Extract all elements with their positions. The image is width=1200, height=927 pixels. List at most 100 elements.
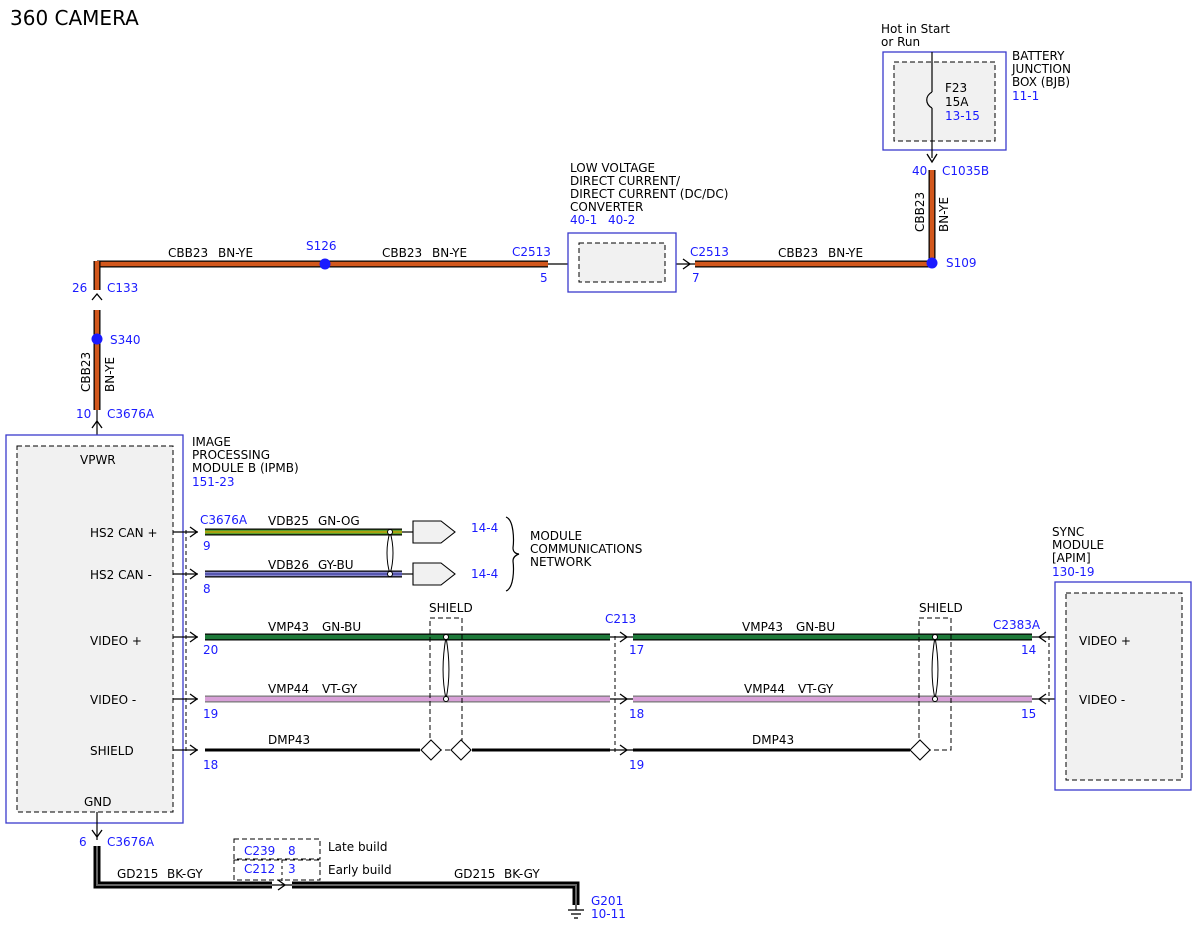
fuse-name: F23 — [945, 81, 967, 95]
ipmb-shield-pin: 18 — [203, 758, 218, 772]
connector-arrow-icon — [277, 879, 287, 891]
drain-circuit: DMP43 — [752, 733, 794, 747]
wire-color-label: BN-YE — [828, 246, 863, 260]
wire-color-label: BN-YE — [218, 246, 253, 260]
offpage-connector-icon[interactable] — [412, 520, 456, 544]
wire-circuit-label-vertical: CBB23 — [79, 352, 93, 392]
c213-connector-arrows — [610, 631, 633, 756]
video-minus-color: VT-GY — [322, 682, 358, 696]
dcdc-left-pin: 5 — [540, 271, 548, 285]
late-build-connector: C239 — [244, 844, 275, 858]
battery-junction-box: Hot in Start or Run F23 15A 13-15 BATTER… — [881, 22, 1071, 178]
wire-circuit-label: CBB23 — [778, 246, 818, 260]
splice-s109[interactable] — [926, 257, 938, 269]
dcdc-name-3: DIRECT CURRENT (DC/DC) — [570, 187, 728, 201]
sync-pin-video-plus: VIDEO + — [1079, 634, 1131, 648]
dcdc-name-1: LOW VOLTAGE — [570, 161, 655, 175]
sync-name-2: MODULE — [1052, 538, 1104, 552]
splice-s126[interactable] — [319, 258, 331, 270]
ipmb-inner — [16, 445, 174, 813]
wire-circuit-label: CBB23 — [168, 246, 208, 260]
ipmb-pin-shield: SHIELD — [90, 744, 134, 758]
wire-color-label-vertical: BN-YE — [937, 197, 951, 232]
fuse-rating: 15A — [945, 95, 969, 109]
video-minus-circuit: VMP44 — [268, 682, 309, 696]
network-label-2: COMMUNICATIONS — [530, 542, 642, 556]
early-build-label: Early build — [328, 863, 392, 877]
ipmb-pin-hs2-can-minus: HS2 CAN - — [90, 568, 152, 582]
early-build-pin: 3 — [288, 862, 296, 876]
ipmb-video-minus-pin: 19 — [203, 707, 218, 721]
ipmb-name-2: PROCESSING — [192, 448, 270, 462]
late-build-pin: 8 — [288, 844, 296, 858]
splice-s340[interactable] — [91, 333, 103, 345]
fuse-ref[interactable]: 13-15 — [945, 109, 980, 123]
connector-arrow-icon — [91, 419, 103, 429]
ipmb-pin-leads — [173, 531, 198, 751]
dcdc-inner — [578, 242, 666, 283]
ground-pin: 6 — [79, 835, 87, 849]
dcdc-ref-2[interactable]: 40-2 — [608, 213, 635, 227]
twisted-pair-icon — [386, 529, 394, 577]
ipmb-pin-vpwr: VPWR — [80, 453, 116, 467]
network-label-3: NETWORK — [530, 555, 593, 569]
splice-s340-label: S340 — [110, 333, 141, 347]
video-plus-color: GN-BU — [796, 620, 835, 634]
g201-ref[interactable]: 10-11 — [591, 907, 626, 921]
dcdc-ref-1[interactable]: 40-1 — [570, 213, 597, 227]
shield-label-1: SHIELD — [429, 601, 473, 615]
sync-name-3: [APIM] — [1052, 551, 1091, 565]
ground-color-label: BK-GY — [167, 867, 203, 881]
fuse-f23-icon — [926, 91, 933, 109]
g201-label: G201 — [591, 894, 623, 908]
ipmb-ref[interactable]: 151-23 — [192, 475, 235, 489]
dcdc-left-connector: C2513 — [512, 245, 551, 259]
shield-drain-icon — [450, 739, 472, 761]
can-minus-pin: 8 — [203, 582, 211, 596]
ipmb-pin-video-plus: VIDEO + — [90, 634, 142, 648]
ipmb-pin-arrows — [189, 526, 199, 756]
shield-box-1 — [429, 617, 463, 751]
dcdc-converter: LOW VOLTAGE DIRECT CURRENT/ DIRECT CURRE… — [512, 161, 729, 293]
c133-pin: 26 — [72, 281, 87, 295]
splice-s109-label: S109 — [946, 256, 977, 270]
dcdc-name-4: CONVERTER — [570, 200, 643, 214]
bjb-name-2: JUNCTION — [1011, 62, 1071, 76]
splice-s126-label: S126 — [306, 239, 337, 253]
power-wire-cbb23 — [93, 170, 936, 446]
ground-connector: C3676A — [107, 835, 155, 849]
video-plus-color: GN-BU — [322, 620, 361, 634]
wire-circuit-label-vertical: CBB23 — [913, 192, 927, 232]
sync-ref[interactable]: 130-19 — [1052, 565, 1095, 579]
can-minus-ref[interactable]: 14-4 — [471, 567, 498, 581]
c133-connector: C133 — [107, 281, 138, 295]
bjb-ref[interactable]: 11-1 — [1012, 89, 1039, 103]
ipmb-pin-video-minus: VIDEO - — [90, 693, 136, 707]
ipmb-name-1: IMAGE — [192, 435, 231, 449]
sync-inner — [1065, 592, 1183, 781]
ipmb-power-pin: 10 — [76, 407, 91, 421]
can-plus-ref[interactable]: 14-4 — [471, 521, 498, 535]
ipmb-pin-hs2-can-plus: HS2 CAN + — [90, 526, 158, 540]
ground-symbol-icon — [568, 909, 584, 919]
c213-shield-pin: 19 — [629, 758, 644, 772]
offpage-connector-icon[interactable] — [412, 562, 456, 586]
page-title: 360 CAMERA — [10, 6, 139, 30]
c2383a-label: C2383A — [993, 618, 1041, 632]
late-build-label: Late build — [328, 840, 387, 854]
video-minus-color: VT-GY — [798, 682, 834, 696]
sync-video-plus-pin: 14 — [1021, 643, 1036, 657]
ipmb-power-connector: C3676A — [107, 407, 155, 421]
c213-video-minus-pin: 18 — [629, 707, 644, 721]
connector-arrow-icon — [926, 153, 938, 164]
c213-label: C213 — [605, 612, 636, 626]
can-plus-pin: 9 — [203, 539, 211, 553]
bjb-name-1: BATTERY — [1012, 49, 1065, 63]
sync-pin-video-minus: VIDEO - — [1079, 693, 1125, 707]
ground-circuit — [91, 812, 580, 910]
early-build-box — [233, 859, 321, 881]
bjb-connector: C1035B — [942, 164, 989, 178]
brace-icon — [505, 516, 520, 592]
early-build-connector: C212 — [244, 862, 275, 876]
